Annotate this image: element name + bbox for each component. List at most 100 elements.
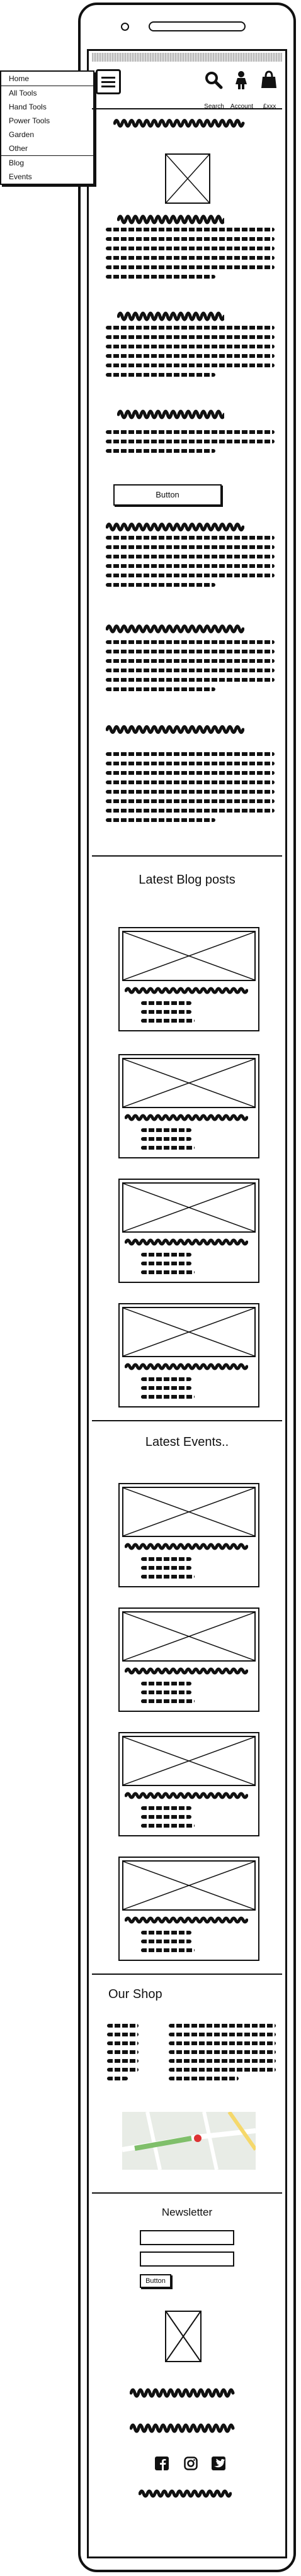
placeholder-text-line	[106, 650, 275, 653]
menu-item-all-tools[interactable]: All Tools	[1, 86, 93, 100]
placeholder-text-line	[106, 237, 275, 241]
newsletter-email-field[interactable]	[140, 2251, 234, 2267]
placeholder-text-line	[107, 2068, 139, 2072]
placeholder-text-line	[169, 2068, 276, 2072]
placeholder-text-line	[107, 2059, 139, 2063]
instagram-icon[interactable]	[184, 2457, 198, 2470]
menu-item-other[interactable]: Other	[9, 144, 28, 153]
hero-heading	[113, 119, 245, 128]
placeholder-text-line	[106, 275, 216, 279]
placeholder-text-line	[107, 2041, 139, 2045]
card-title	[125, 1238, 248, 1246]
menu-item-blog[interactable]: Blog	[1, 155, 93, 170]
basket-label[interactable]: £xxx	[263, 103, 276, 110]
placeholder-text-line	[106, 583, 216, 587]
placeholder-text-line	[106, 809, 275, 813]
menu-item-hand-tools[interactable]: Hand Tools	[9, 103, 47, 111]
site-header: Search Account £xxx	[92, 67, 282, 111]
user-icon[interactable]	[232, 70, 251, 89]
camera-icon	[121, 23, 129, 31]
menu-item-events[interactable]: Events	[9, 172, 32, 181]
section-heading	[106, 625, 244, 633]
placeholder-text-line	[169, 2041, 276, 2045]
search-label[interactable]: Search	[204, 103, 224, 110]
placeholder-text-line	[141, 1137, 191, 1141]
placeholder-text-line	[106, 228, 275, 231]
event-card[interactable]	[118, 1857, 259, 1961]
main-button[interactable]: Button	[113, 484, 222, 506]
placeholder-text-line	[106, 564, 275, 568]
section-heading	[117, 311, 224, 321]
footer-heading	[130, 2423, 235, 2433]
nav-menu: Home All Tools Hand Tools Power Tools Ga…	[0, 70, 94, 185]
placeholder-text-line	[141, 1806, 191, 1810]
card-image	[122, 1611, 256, 1662]
placeholder-text-line	[106, 678, 275, 682]
placeholder-text-line	[141, 1377, 191, 1381]
placeholder-text-line	[141, 1395, 195, 1399]
placeholder-text-line	[169, 2050, 276, 2054]
placeholder-text-line	[107, 2077, 128, 2080]
facebook-icon[interactable]	[155, 2457, 169, 2470]
card-image	[122, 1058, 256, 1108]
events-section-title: Latest Events..	[145, 1435, 229, 1449]
blog-card[interactable]	[118, 1179, 259, 1283]
placeholder-text-line	[106, 364, 275, 367]
card-title	[125, 1543, 248, 1550]
placeholder-text-line	[106, 687, 216, 691]
newsletter-name-field[interactable]	[140, 2230, 234, 2245]
card-image	[122, 1736, 256, 1786]
placeholder-text-line	[141, 1262, 191, 1265]
speaker-grille	[149, 21, 246, 31]
placeholder-text-line	[106, 335, 275, 339]
bag-icon[interactable]	[259, 70, 278, 89]
section-divider	[92, 1420, 282, 1421]
placeholder-text-line	[106, 536, 275, 540]
placeholder-text-line	[169, 2033, 276, 2036]
placeholder-text-line	[106, 659, 275, 663]
event-card[interactable]	[118, 1607, 259, 1712]
placeholder-text-line	[106, 373, 216, 377]
placeholder-text-line	[141, 1948, 195, 1952]
placeholder-text-line	[106, 545, 275, 549]
placeholder-text-line	[106, 799, 275, 803]
twitter-icon[interactable]	[212, 2457, 225, 2470]
placeholder-text-line	[106, 430, 275, 434]
account-label[interactable]: Account	[230, 103, 254, 110]
blog-card[interactable]	[118, 1303, 259, 1407]
event-card[interactable]	[118, 1483, 259, 1587]
menu-item-home[interactable]: Home	[9, 74, 30, 83]
blog-card[interactable]	[118, 1054, 259, 1158]
placeholder-text-line	[141, 1699, 195, 1703]
placeholder-text-line	[106, 780, 275, 784]
placeholder-text-line	[106, 771, 275, 775]
newsletter-submit-button[interactable]: Button	[140, 2274, 171, 2288]
placeholder-text-line	[141, 1253, 191, 1257]
placeholder-text-line	[141, 1824, 195, 1828]
placeholder-text-line	[106, 449, 216, 453]
placeholder-text-line	[106, 640, 275, 644]
placeholder-text-line	[141, 1010, 191, 1014]
placeholder-text-line	[106, 790, 275, 794]
event-card[interactable]	[118, 1732, 259, 1836]
placeholder-text-line	[106, 326, 275, 330]
search-icon[interactable]	[204, 70, 223, 89]
shop-map[interactable]	[122, 2112, 256, 2170]
status-bar	[92, 53, 282, 62]
placeholder-text-line	[106, 265, 275, 269]
blog-card[interactable]	[118, 927, 259, 1031]
card-title	[125, 1916, 248, 1924]
placeholder-text-line	[141, 1931, 191, 1935]
placeholder-text-line	[106, 354, 275, 358]
card-image	[122, 1860, 256, 1911]
placeholder-text-line	[169, 2059, 276, 2063]
card-image	[122, 1182, 256, 1233]
footer-heading	[139, 2489, 232, 2498]
hamburger-icon[interactable]	[96, 69, 121, 94]
placeholder-text-line	[106, 345, 275, 348]
menu-item-power-tools[interactable]: Power Tools	[9, 116, 50, 125]
placeholder-text-line	[106, 752, 275, 756]
menu-item-garden[interactable]: Garden	[9, 130, 35, 139]
section-heading	[106, 523, 244, 531]
placeholder-text-line	[106, 762, 275, 765]
